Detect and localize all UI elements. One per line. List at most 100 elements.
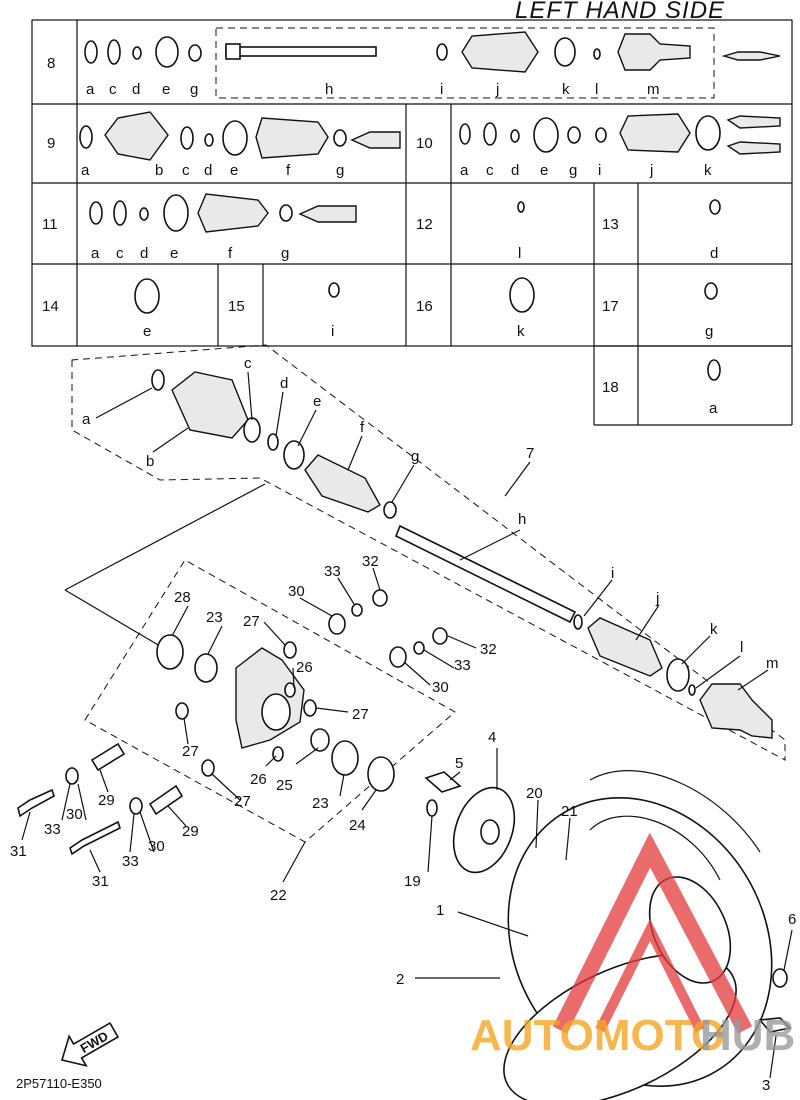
part-number-30b: 30 bbox=[432, 679, 449, 696]
part-number-30d: 30 bbox=[148, 838, 165, 855]
assembly-leader bbox=[504, 461, 531, 497]
part-number-27a: 27 bbox=[243, 613, 260, 630]
part-number-25: 25 bbox=[276, 777, 293, 794]
kit-number-14: 14 bbox=[42, 298, 59, 315]
part-number-6: 6 bbox=[788, 911, 796, 928]
kit-number-10: 10 bbox=[416, 135, 433, 152]
part-number-23b: 23 bbox=[312, 795, 329, 812]
kit-table bbox=[31, 19, 793, 426]
kit-10-label-e: e bbox=[540, 162, 548, 179]
drawing-code: 2P57110-E350 bbox=[16, 1076, 102, 1091]
kit-8-label-d: d bbox=[132, 81, 140, 98]
fwd-arrow-icon: FWD bbox=[61, 1021, 120, 1067]
shaft-label-c: c bbox=[244, 355, 252, 372]
kit-8-label-k: k bbox=[562, 81, 570, 98]
kit-9-label-d: d bbox=[204, 162, 212, 179]
kit-8-label-a: a bbox=[86, 81, 95, 98]
shaft-label-k: k bbox=[710, 621, 718, 638]
kit-10-icons bbox=[459, 113, 781, 155]
kit-11-label-c: c bbox=[116, 245, 124, 262]
kit-10-label-c: c bbox=[486, 162, 494, 179]
part-number-27b: 27 bbox=[352, 706, 369, 723]
kit-8-label-l: l bbox=[595, 81, 598, 98]
part-number-23a: 23 bbox=[206, 609, 223, 626]
kit-8-label-m: m bbox=[647, 81, 660, 98]
kit-number-9: 9 bbox=[47, 135, 55, 152]
part-number-30c: 30 bbox=[66, 806, 83, 823]
part-number-28: 28 bbox=[174, 589, 191, 606]
kit-number-13: 13 bbox=[602, 216, 619, 233]
kit-number-16: 16 bbox=[416, 298, 433, 315]
knuckle-leader-lines bbox=[21, 567, 477, 883]
watermark-text-b: HUB bbox=[700, 1011, 795, 1060]
watermark-text-a: AUTOMOTO bbox=[470, 1011, 725, 1060]
shaft-label-j: j bbox=[655, 590, 659, 607]
kit-9-label-a: a bbox=[81, 162, 90, 179]
part-number-1: 1 bbox=[436, 902, 444, 919]
kit-11-icons bbox=[89, 193, 357, 233]
kit-9-label-e: e bbox=[230, 162, 238, 179]
shaft-leader-lines bbox=[95, 371, 769, 691]
shaft-label-i: i bbox=[611, 565, 614, 582]
kit-17-label-g: g bbox=[705, 323, 713, 340]
kit-16-label-k: k bbox=[517, 323, 525, 340]
group-number-22: 22 bbox=[270, 887, 287, 904]
part-number-30a: 30 bbox=[288, 583, 305, 600]
shaft-label-l: l bbox=[740, 639, 743, 656]
kit-10-label-a: a bbox=[460, 162, 469, 179]
part-number-27d: 27 bbox=[234, 793, 251, 810]
kit-9-label-g: g bbox=[336, 162, 344, 179]
kit-number-8: 8 bbox=[47, 55, 55, 72]
part-number-29b: 29 bbox=[182, 823, 199, 840]
kit-8-label-g: g bbox=[190, 81, 198, 98]
kit-9-label-c: c bbox=[182, 162, 190, 179]
kit-number-15: 15 bbox=[228, 298, 245, 315]
kit-10-label-d: d bbox=[511, 162, 519, 179]
drive-shaft-assembly bbox=[71, 344, 786, 761]
part-number-31b: 31 bbox=[92, 873, 109, 890]
shaft-label-g: g bbox=[411, 448, 419, 465]
kit-8-label-e: e bbox=[162, 81, 170, 98]
kit-8-label-h: h bbox=[325, 81, 333, 98]
kit-11-label-a: a bbox=[91, 245, 100, 262]
kit-number-18: 18 bbox=[602, 379, 619, 396]
part-number-31a: 31 bbox=[10, 843, 27, 860]
shaft-label-b: b bbox=[146, 453, 154, 470]
kit-9-label-b: b bbox=[155, 162, 163, 179]
part-number-24: 24 bbox=[349, 817, 366, 834]
part-number-2: 2 bbox=[396, 971, 404, 988]
kit-9-label-f: f bbox=[286, 162, 291, 179]
part-number-4: 4 bbox=[488, 729, 496, 746]
kit-15-label-i: i bbox=[331, 323, 334, 340]
kit-number-12: 12 bbox=[416, 216, 433, 233]
kit-8-icons bbox=[84, 31, 781, 73]
kit-12-label-l: l bbox=[518, 245, 521, 262]
kit-13-label-d: d bbox=[710, 245, 718, 262]
assembly-number: 7 bbox=[526, 445, 534, 462]
shaft-label-d: d bbox=[280, 375, 288, 392]
part-number-21: 21 bbox=[561, 803, 578, 820]
part-number-20: 20 bbox=[526, 785, 543, 802]
kit-10-label-j: j bbox=[649, 162, 653, 179]
part-number-27c: 27 bbox=[182, 743, 199, 760]
kit-10-label-i: i bbox=[598, 162, 601, 179]
knuckle-group bbox=[17, 483, 456, 856]
kit-number-17: 17 bbox=[602, 298, 619, 315]
kit-10-label-g: g bbox=[569, 162, 577, 179]
shaft-label-m: m bbox=[766, 655, 779, 672]
part-number-32b: 32 bbox=[480, 641, 497, 658]
part-number-33a: 33 bbox=[324, 563, 341, 580]
kit-number-11: 11 bbox=[42, 216, 58, 233]
part-number-19: 19 bbox=[404, 873, 421, 890]
kit-singles-icons bbox=[134, 199, 721, 381]
part-number-33d: 33 bbox=[122, 853, 139, 870]
kit-11-label-f: f bbox=[228, 245, 233, 262]
part-number-33b: 33 bbox=[454, 657, 471, 674]
part-number-32a: 32 bbox=[362, 553, 379, 570]
part-number-33c: 33 bbox=[44, 821, 61, 838]
part-number-5: 5 bbox=[455, 755, 463, 772]
part-number-29a: 29 bbox=[98, 792, 115, 809]
kit-11-label-d: d bbox=[140, 245, 148, 262]
shaft-label-f: f bbox=[360, 419, 365, 436]
shaft-label-e: e bbox=[313, 393, 321, 410]
